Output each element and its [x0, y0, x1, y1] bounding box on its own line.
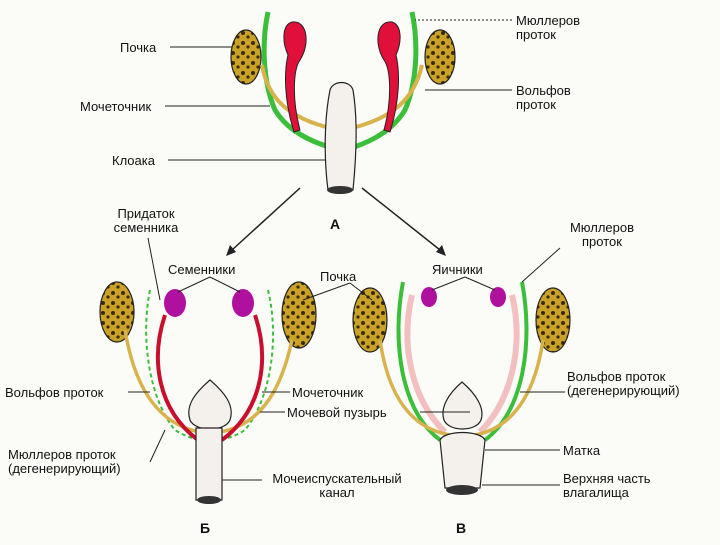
male-bladder — [188, 379, 232, 430]
label-right-wolff: Вольфов проток(дегенерирующий) — [567, 369, 680, 398]
male-right-kidney — [281, 281, 317, 349]
top-right-muller-duct — [344, 11, 419, 153]
top-right-wolff-duct — [351, 64, 424, 130]
female-left-ovary — [421, 287, 437, 307]
top-left-wolff-duct — [260, 64, 331, 130]
panel-letter-male: Б — [200, 520, 211, 536]
male-left-kidney — [99, 281, 135, 343]
indifferent-stage — [230, 11, 456, 194]
top-left-gonad — [283, 21, 307, 133]
label-mid-kidney: Почка — [320, 269, 357, 284]
female-bladder — [442, 381, 483, 430]
male-left-testis — [164, 289, 186, 317]
label-left-muller: Мюллеров проток(дегенерирующий) — [8, 447, 121, 476]
label-top-cloaca: Клоака — [112, 153, 155, 168]
label-testes: Семенники — [168, 262, 236, 277]
female-left-kidney — [352, 287, 388, 353]
top-right-kidney — [424, 29, 456, 85]
top-right-gonad — [377, 21, 401, 133]
label-top-kidney: Почка — [120, 40, 157, 55]
top-left-kidney — [230, 29, 262, 85]
female-right-kidney — [535, 287, 571, 353]
top-left-muller-duct — [261, 11, 341, 153]
label-left-wolff: Вольфов проток — [5, 385, 104, 400]
label-mid-ureter: Мочеточник — [292, 385, 364, 400]
female-uterus — [439, 431, 486, 489]
cloaca — [324, 81, 357, 191]
label-top-ureter: Мочеточник — [80, 99, 152, 114]
label-bladder: Мочевой пузырь — [287, 405, 387, 420]
label-uterus: Матка — [563, 443, 601, 458]
female-stage — [352, 281, 571, 495]
label-ovaries: Яичники — [432, 262, 483, 277]
panel-letter-top: А — [330, 216, 341, 232]
male-stage — [99, 281, 317, 504]
leader-lines — [128, 19, 565, 486]
female-right-ovary — [490, 287, 506, 307]
male-right-testis — [232, 289, 254, 317]
panel-letter-female: В — [456, 520, 467, 536]
